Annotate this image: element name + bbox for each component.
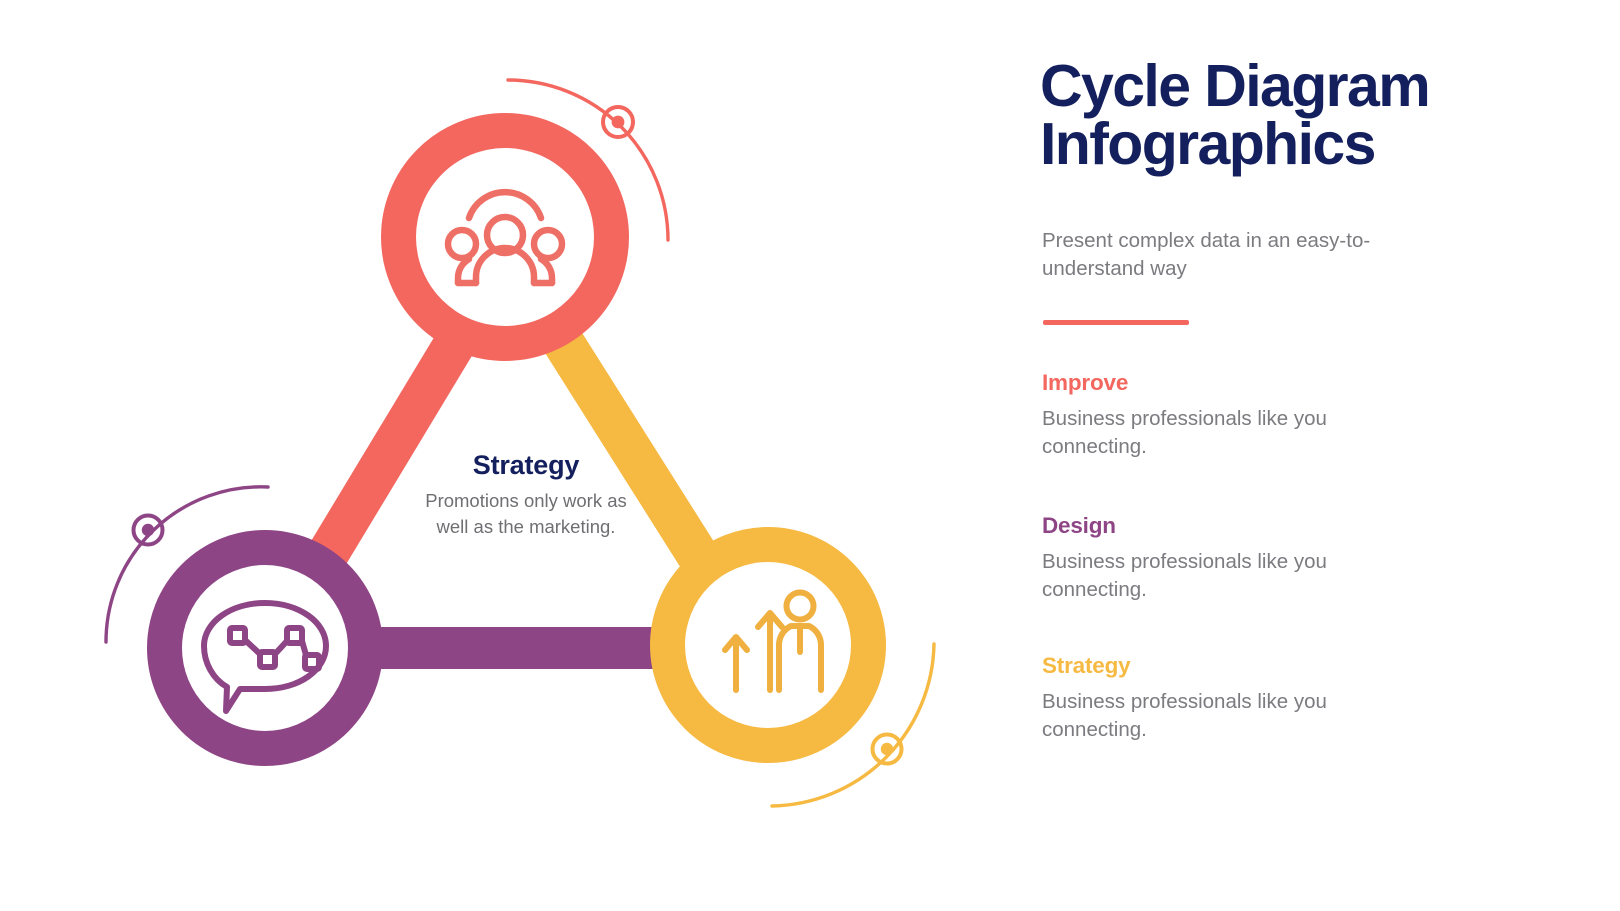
left-orbit	[104, 485, 270, 644]
legend-item-improve: Improve Business professionals like you …	[1042, 370, 1372, 462]
accent-divider	[1043, 320, 1189, 325]
node-right-ring	[650, 527, 886, 763]
legend-item-design: Design Business professionals like you c…	[1042, 513, 1372, 605]
page-title: Cycle Diagram Infographics	[1040, 53, 1540, 178]
right-orbit-dot-icon	[880, 742, 894, 756]
cycle-diagram: Strategy Promotions only work as well as…	[104, 78, 936, 808]
legend-item-title: Improve	[1042, 370, 1129, 395]
right-text-panel: Cycle Diagram Infographics Present compl…	[1040, 0, 1580, 911]
people-group-icon	[444, 188, 566, 287]
left-orbit-ring-icon	[131, 513, 165, 547]
legend-item-description: Business professionals like you connecti…	[1042, 690, 1327, 742]
cycle-diagram-svg	[104, 78, 936, 808]
node-left[interactable]	[147, 530, 383, 766]
page-subtitle: Present complex data in an easy-to-under…	[1042, 229, 1371, 280]
right-orbit-ring-icon	[870, 732, 904, 766]
top-orbit-ring-icon	[601, 105, 635, 139]
left-orbit-dot-icon	[141, 523, 155, 537]
top-orbit	[506, 78, 670, 242]
page-title-line-1: Cycle Diagram	[1040, 53, 1431, 119]
node-top-ring	[381, 113, 629, 361]
speech-bubble-chart-icon	[201, 600, 329, 714]
legend-item-title: Strategy	[1042, 653, 1131, 678]
legend-item-strategy: Strategy Business professionals like you…	[1042, 653, 1372, 745]
connector-top-to-right	[530, 302, 745, 618]
node-top-disc	[416, 148, 594, 326]
node-left-ring	[147, 530, 383, 766]
page-title-line-2: Infographics	[1040, 111, 1376, 178]
node-right[interactable]	[650, 527, 886, 763]
legend-item-title: Design	[1042, 513, 1116, 538]
top-orbit-dot-icon	[611, 115, 625, 129]
legend-item-description: Business professionals like you connecti…	[1042, 550, 1327, 602]
right-orbit	[770, 642, 936, 808]
node-top[interactable]	[381, 113, 629, 361]
legend-item-description: Business professionals like you connecti…	[1042, 407, 1327, 459]
growth-person-icon	[722, 589, 825, 693]
node-left-disc	[182, 565, 348, 731]
